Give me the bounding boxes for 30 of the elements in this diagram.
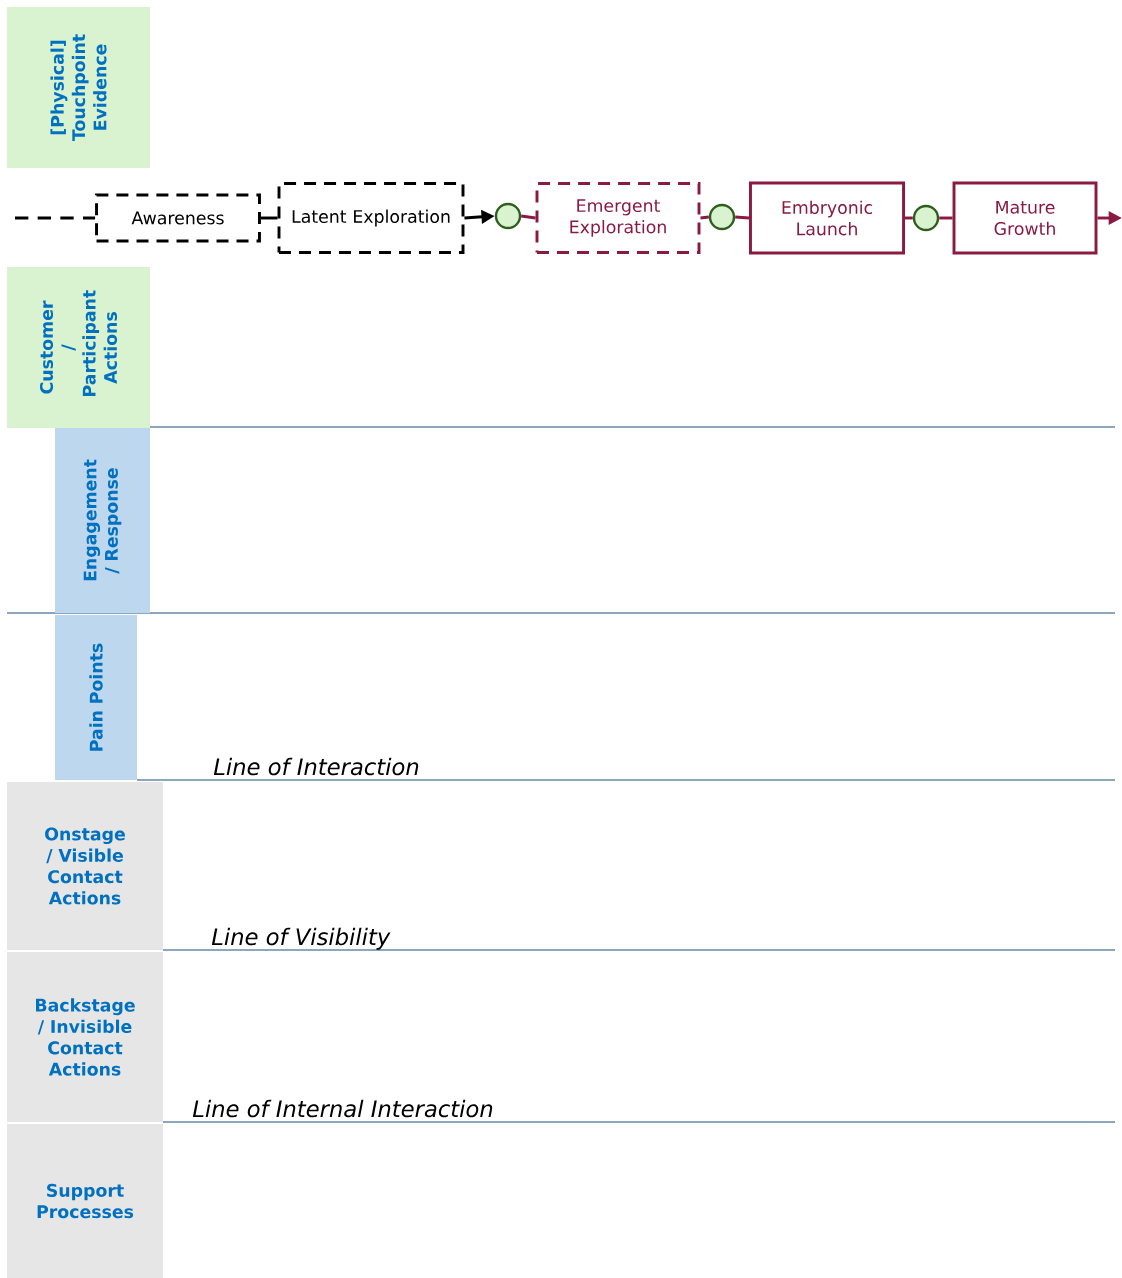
milestone-circle <box>494 202 522 230</box>
milestone-circle <box>708 203 736 231</box>
node-label: Support Processes <box>37 1183 134 1219</box>
connector <box>260 216 278 220</box>
lane-header: Customer / Participant Actions <box>7 266 150 429</box>
milestone-circle <box>912 204 940 232</box>
lane-header: [Physical] Touchpoint Evidence <box>7 6 150 169</box>
line-label: Line of Visibility <box>211 927 391 950</box>
connector <box>905 216 913 220</box>
connector <box>15 216 96 220</box>
lane-header: Onstage / Visible Contact Actions <box>7 782 163 950</box>
node-label: Backstage / Invisible Contact Actions <box>36 998 135 1076</box>
stage-box: Embryonic Launch <box>749 181 905 255</box>
lane-header: Pain Points <box>55 614 137 781</box>
lane-header: Support Processes <box>7 1124 163 1278</box>
stage-box: Awareness <box>95 193 261 243</box>
stage-box: Mature Growth <box>952 181 1098 255</box>
connector <box>521 214 536 220</box>
node-label: Pain Points <box>89 643 103 751</box>
connector <box>939 216 953 220</box>
line-label: Line of Internal Interaction <box>192 1099 493 1118</box>
lane-header: Engagement / Response <box>55 427 150 614</box>
lane-header: Backstage / Invisible Contact Actions <box>7 952 163 1122</box>
node-label: Engagement / Response <box>83 459 122 581</box>
line-label: Line of Interaction <box>213 757 419 776</box>
connector <box>735 215 750 220</box>
stage-box: Latent Exploration <box>277 182 465 254</box>
connector <box>700 215 709 220</box>
stage-box: Emergent Exploration <box>535 182 701 254</box>
node-label: Onstage / Visible Contact Actions <box>45 827 125 905</box>
